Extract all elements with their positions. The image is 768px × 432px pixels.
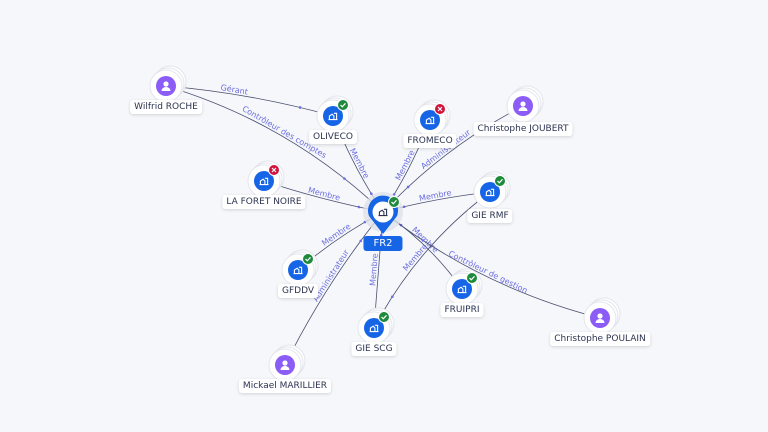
- edge-line: [382, 105, 524, 213]
- close-badge-icon: [434, 103, 446, 115]
- edge-line: [165, 85, 334, 117]
- node-label[interactable]: Wilfrid ROCHE: [130, 100, 202, 114]
- node-label[interactable]: Mickael MARILLIER: [238, 379, 332, 393]
- edge-label: Membre: [368, 253, 380, 286]
- check-badge-icon: [337, 99, 349, 111]
- user-icon: [161, 81, 171, 91]
- building-icon: [378, 208, 388, 217]
- user-icon: [595, 313, 605, 323]
- edge-arrow: [402, 205, 406, 209]
- edge-label: Membre: [348, 147, 371, 180]
- check-badge-icon: [466, 272, 478, 284]
- edge-label: Membre: [394, 149, 417, 182]
- check-badge-icon: [302, 253, 314, 265]
- edge-line: [382, 211, 601, 319]
- building-icon: [485, 188, 495, 197]
- close-badge-icon: [268, 164, 280, 176]
- graph-node[interactable]: [413, 99, 451, 137]
- edge-label: Gérant: [220, 82, 249, 97]
- edge-line: [165, 85, 384, 213]
- building-icon: [328, 112, 338, 121]
- building-icon: [425, 116, 435, 125]
- graph-node[interactable]: [473, 171, 511, 209]
- center-node[interactable]: [363, 192, 403, 234]
- graph-node[interactable]: [357, 307, 395, 345]
- edge-arrow: [298, 106, 302, 109]
- nodes: [149, 65, 621, 382]
- edge-label: Membre: [307, 186, 341, 203]
- graph-node[interactable]: [316, 95, 354, 133]
- user-icon: [518, 101, 528, 111]
- building-icon: [369, 324, 379, 333]
- graph-node[interactable]: [445, 268, 483, 306]
- node-label[interactable]: OLIVECO: [309, 130, 357, 144]
- graph-node[interactable]: [583, 297, 621, 335]
- graph-node[interactable]: [281, 249, 319, 287]
- edge-arrow: [359, 239, 363, 243]
- edge-arrow: [369, 192, 373, 195]
- user-icon: [280, 360, 290, 370]
- graph-node[interactable]: [149, 65, 187, 103]
- node-label[interactable]: LA FORET NOIRE: [222, 195, 306, 209]
- edge-arrow: [391, 295, 394, 298]
- check-badge-icon: [378, 311, 390, 323]
- building-icon: [293, 266, 303, 275]
- edge-arrow: [379, 233, 383, 237]
- node-label[interactable]: GFDDV: [277, 284, 319, 298]
- node-label[interactable]: GIE SCG: [351, 342, 397, 356]
- check-badge-icon: [388, 196, 400, 208]
- center-node-label[interactable]: FR2: [363, 236, 403, 251]
- edge-label: Membre: [401, 242, 429, 273]
- building-icon: [259, 177, 269, 186]
- edge-arrow: [343, 177, 346, 180]
- node-label[interactable]: FRUIPRI: [440, 303, 484, 317]
- node-label[interactable]: Christophe POULAIN: [550, 332, 650, 346]
- edge-arrow: [421, 239, 425, 242]
- check-badge-icon: [494, 175, 506, 187]
- graph-node[interactable]: [247, 160, 285, 198]
- edge-label: Membre: [320, 222, 352, 248]
- edge-arrow: [357, 205, 361, 209]
- node-label[interactable]: FROMECO: [403, 134, 457, 148]
- edge-arrow: [406, 185, 410, 189]
- graph-node[interactable]: [268, 344, 306, 382]
- building-icon: [457, 285, 467, 294]
- node-label[interactable]: GIE RMF: [467, 209, 513, 223]
- graph-node[interactable]: [506, 85, 544, 123]
- edge-label: Membre: [418, 188, 452, 203]
- node-label[interactable]: Christophe JOUBERT: [473, 122, 573, 136]
